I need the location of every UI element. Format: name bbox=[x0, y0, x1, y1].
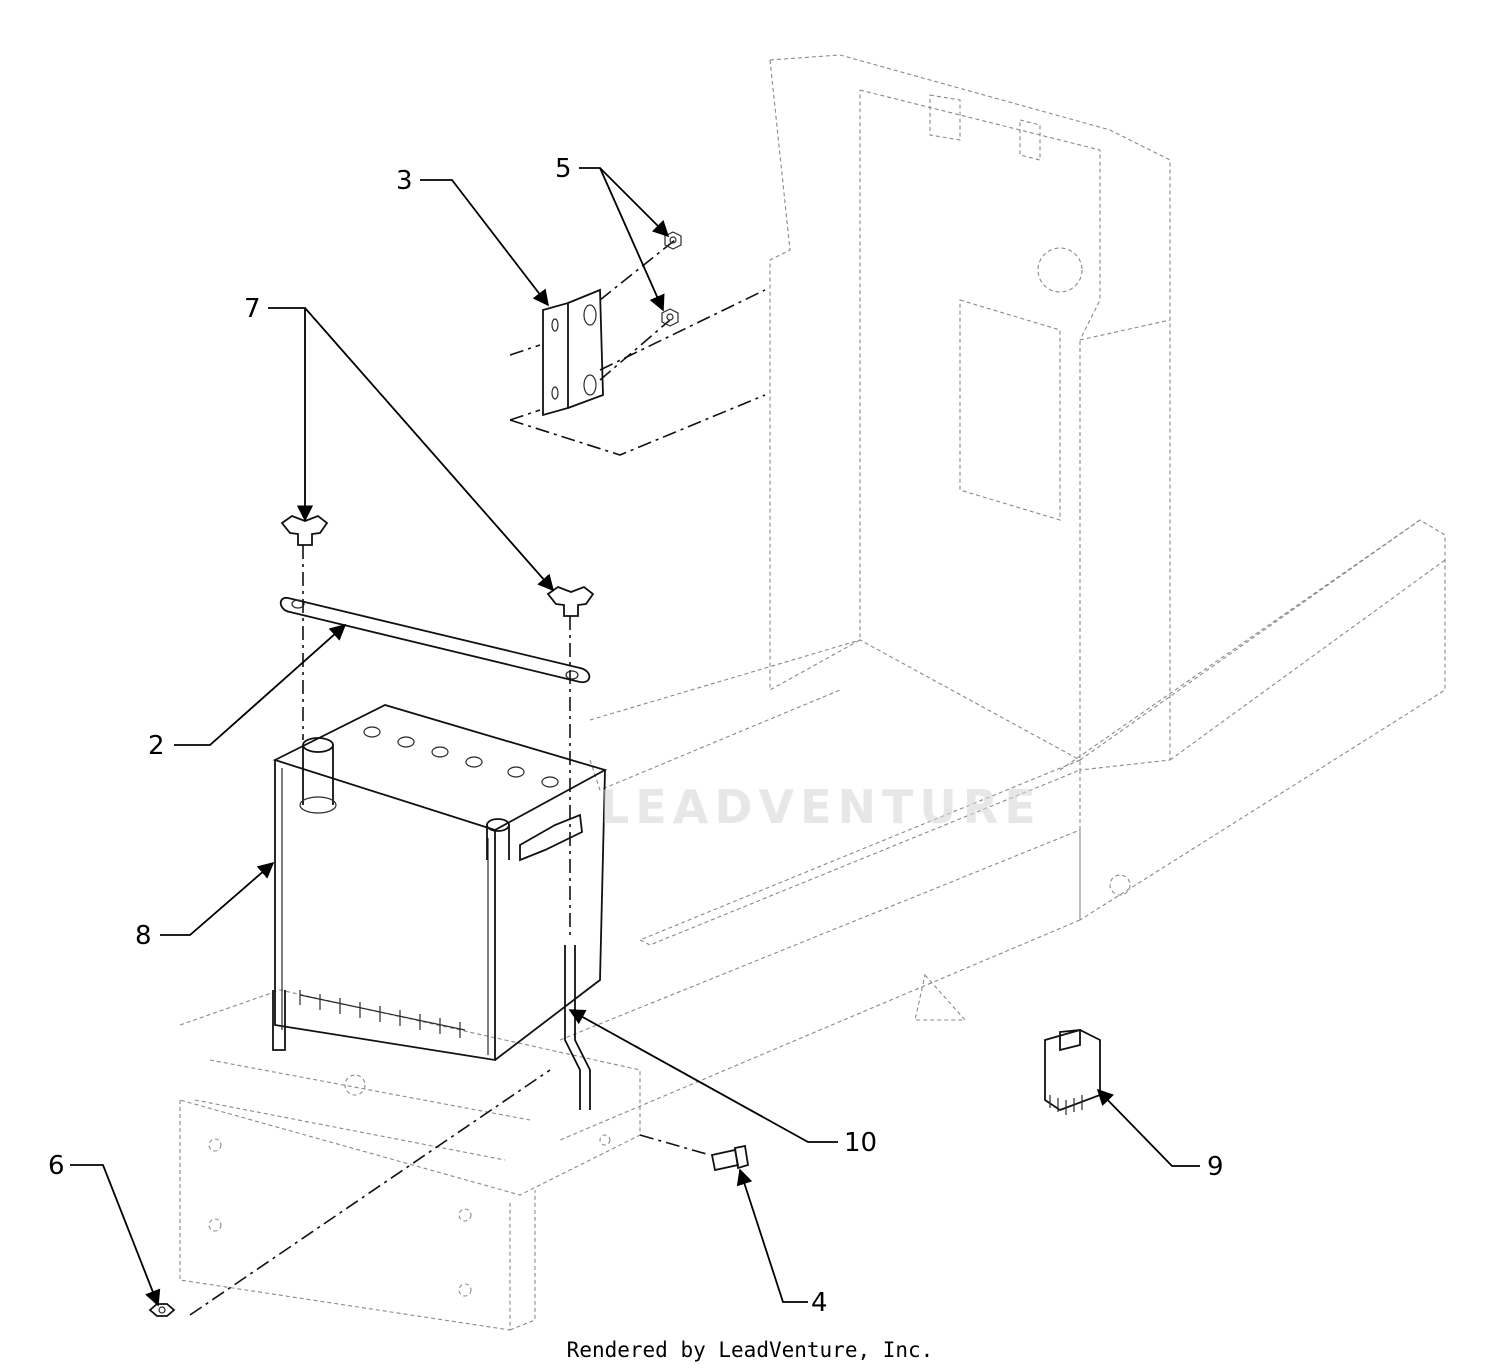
watermark: LEADVENTURE bbox=[600, 780, 1042, 834]
leader-lines bbox=[70, 167, 1200, 1307]
callout-label: 4 bbox=[811, 1288, 828, 1318]
callout-label: 9 bbox=[1207, 1152, 1224, 1182]
hold-down-strap bbox=[279, 597, 591, 683]
callout-label: 2 bbox=[148, 731, 165, 761]
j-bolts bbox=[272, 945, 591, 1110]
frame-upright bbox=[769, 54, 1171, 771]
wing-nut-left bbox=[280, 514, 329, 546]
assembly-centerlines bbox=[189, 545, 711, 1316]
frame-crossbeam bbox=[914, 519, 1446, 1021]
callout-label: 5 bbox=[555, 154, 572, 184]
battery-vent-caps bbox=[363, 726, 559, 788]
battery-terminal-right bbox=[486, 818, 510, 860]
callout-label: 7 bbox=[244, 294, 261, 324]
callout-label: 10 bbox=[844, 1128, 878, 1158]
hex-bolt bbox=[710, 1144, 750, 1172]
relay-switch bbox=[1044, 1029, 1101, 1115]
battery bbox=[272, 704, 608, 1062]
wing-nut-right bbox=[546, 585, 595, 617]
flange-nut bbox=[148, 1303, 176, 1317]
callout-label: 8 bbox=[135, 921, 152, 951]
battery-terminal-left bbox=[299, 737, 337, 814]
hex-nut-pair bbox=[661, 231, 682, 327]
callout-label: 6 bbox=[48, 1151, 65, 1181]
frame-rail bbox=[559, 639, 1082, 1141]
bracket-centerlines bbox=[509, 239, 766, 456]
hold-down-bracket bbox=[542, 288, 604, 417]
battery-tray-base bbox=[179, 989, 641, 1331]
callout-label: 3 bbox=[396, 166, 413, 196]
footer-credit: Rendered by LeadVenture, Inc. bbox=[566, 1338, 934, 1362]
